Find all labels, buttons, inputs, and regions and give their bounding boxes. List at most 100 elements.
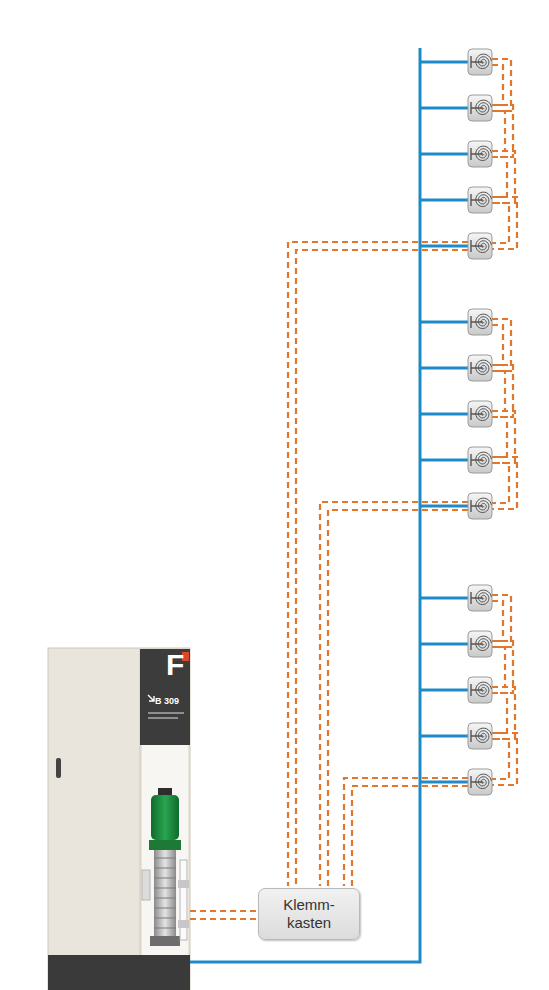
reel-box: [468, 233, 492, 259]
reel-box: [468, 585, 492, 611]
control-cable: [492, 733, 517, 785]
control-cable: [492, 111, 505, 151]
pump-foot: [150, 936, 180, 946]
pipe-branch: [420, 245, 468, 248]
control-cable: [492, 463, 509, 503]
pump-stages: [154, 858, 176, 928]
pump-body: [154, 850, 176, 938]
control-cable: [492, 417, 507, 457]
hose-reel-symbol: [468, 95, 492, 121]
reel-hose: [471, 408, 483, 420]
hose-reel-symbol: [468, 401, 492, 427]
water-pipe: [190, 48, 420, 962]
reel-hose: [471, 148, 483, 160]
control-cable: [492, 365, 513, 417]
reel-box: [468, 49, 492, 75]
stage-line: [154, 898, 176, 899]
hose-reel-symbol: [468, 355, 492, 381]
pipe-branch: [420, 413, 468, 416]
pipe-branches: [420, 62, 468, 782]
panel-line: [148, 712, 184, 714]
pipe-branch: [420, 107, 468, 110]
reel-box: [468, 677, 492, 703]
pipe-branch: [420, 61, 468, 64]
reel-box: [468, 309, 492, 335]
reel-hose: [471, 56, 483, 68]
cabinet: [48, 648, 190, 990]
base: [48, 955, 190, 990]
reel-hose: [471, 638, 483, 650]
control-cable: [288, 242, 468, 886]
pipe-branch: [420, 153, 468, 156]
control-cable: [492, 739, 509, 779]
control-cable: [492, 601, 503, 641]
control-cable: [492, 693, 507, 733]
reel-hose: [471, 500, 483, 512]
control-cable: [492, 197, 517, 249]
hose-reel-symbol: [468, 723, 492, 749]
reel-box: [468, 187, 492, 213]
valve: [178, 880, 189, 888]
control-cable: [492, 641, 513, 693]
hose-reel-symbol: [468, 233, 492, 259]
control-cable: [492, 457, 517, 509]
reel-box: [468, 631, 492, 657]
valve: [178, 920, 189, 928]
reel-box: [468, 447, 492, 473]
control-cable: [492, 371, 505, 411]
control-cable: [492, 203, 509, 243]
hose-reel-symbol: [468, 49, 492, 75]
pipe-branch: [420, 781, 468, 784]
control-cable: [492, 59, 511, 111]
control-cable: [352, 786, 468, 886]
control-cable: [492, 687, 515, 739]
reel-hose: [471, 684, 483, 696]
pipe-branch: [420, 597, 468, 600]
pipe-branch: [420, 689, 468, 692]
hose-reel-symbol: [468, 187, 492, 213]
window: [142, 745, 188, 955]
reel-hose: [471, 102, 483, 114]
stage-line: [154, 918, 176, 919]
stage-line: [154, 908, 176, 909]
box-label: Klemm- kasten: [278, 896, 340, 932]
pipe-branch: [420, 643, 468, 646]
motor-flange: [149, 840, 181, 850]
pipe: [142, 870, 150, 900]
pump-cabinet: FB 309: [48, 648, 190, 990]
motor-cap: [158, 788, 172, 796]
model-number: B 309: [155, 696, 179, 707]
control-cable: [296, 250, 468, 886]
door-handle: [56, 758, 61, 778]
hose-reel-symbol: [468, 631, 492, 657]
stage-line: [154, 888, 176, 889]
stage-line: [154, 868, 176, 869]
reel-box: [468, 95, 492, 121]
pipe-branch: [420, 505, 468, 508]
control-cable: [492, 319, 511, 371]
control-cable: [492, 151, 515, 203]
reel-box: [468, 401, 492, 427]
stage-line: [154, 878, 176, 879]
hose-reel-symbol: [468, 585, 492, 611]
control-cable: [328, 510, 468, 886]
hose-reel-symbol: [468, 447, 492, 473]
reel-hose: [471, 454, 483, 466]
pump-motor: [151, 795, 179, 840]
pipe-branch: [420, 367, 468, 370]
reel-hose: [471, 316, 483, 328]
arrow-symbol: [148, 695, 154, 701]
control-cable: [492, 65, 503, 105]
hose-reels: [468, 49, 492, 795]
reel-hose: [471, 240, 483, 252]
hose-reel-symbol: [468, 493, 492, 519]
control-cable: [320, 502, 468, 886]
reel-hose: [471, 776, 483, 788]
terminal-box: Klemm- kasten: [258, 888, 360, 940]
control-cable: [492, 105, 513, 157]
pipe-branch: [420, 199, 468, 202]
hose-reel-symbol: [468, 769, 492, 795]
control-cables: [288, 59, 517, 886]
